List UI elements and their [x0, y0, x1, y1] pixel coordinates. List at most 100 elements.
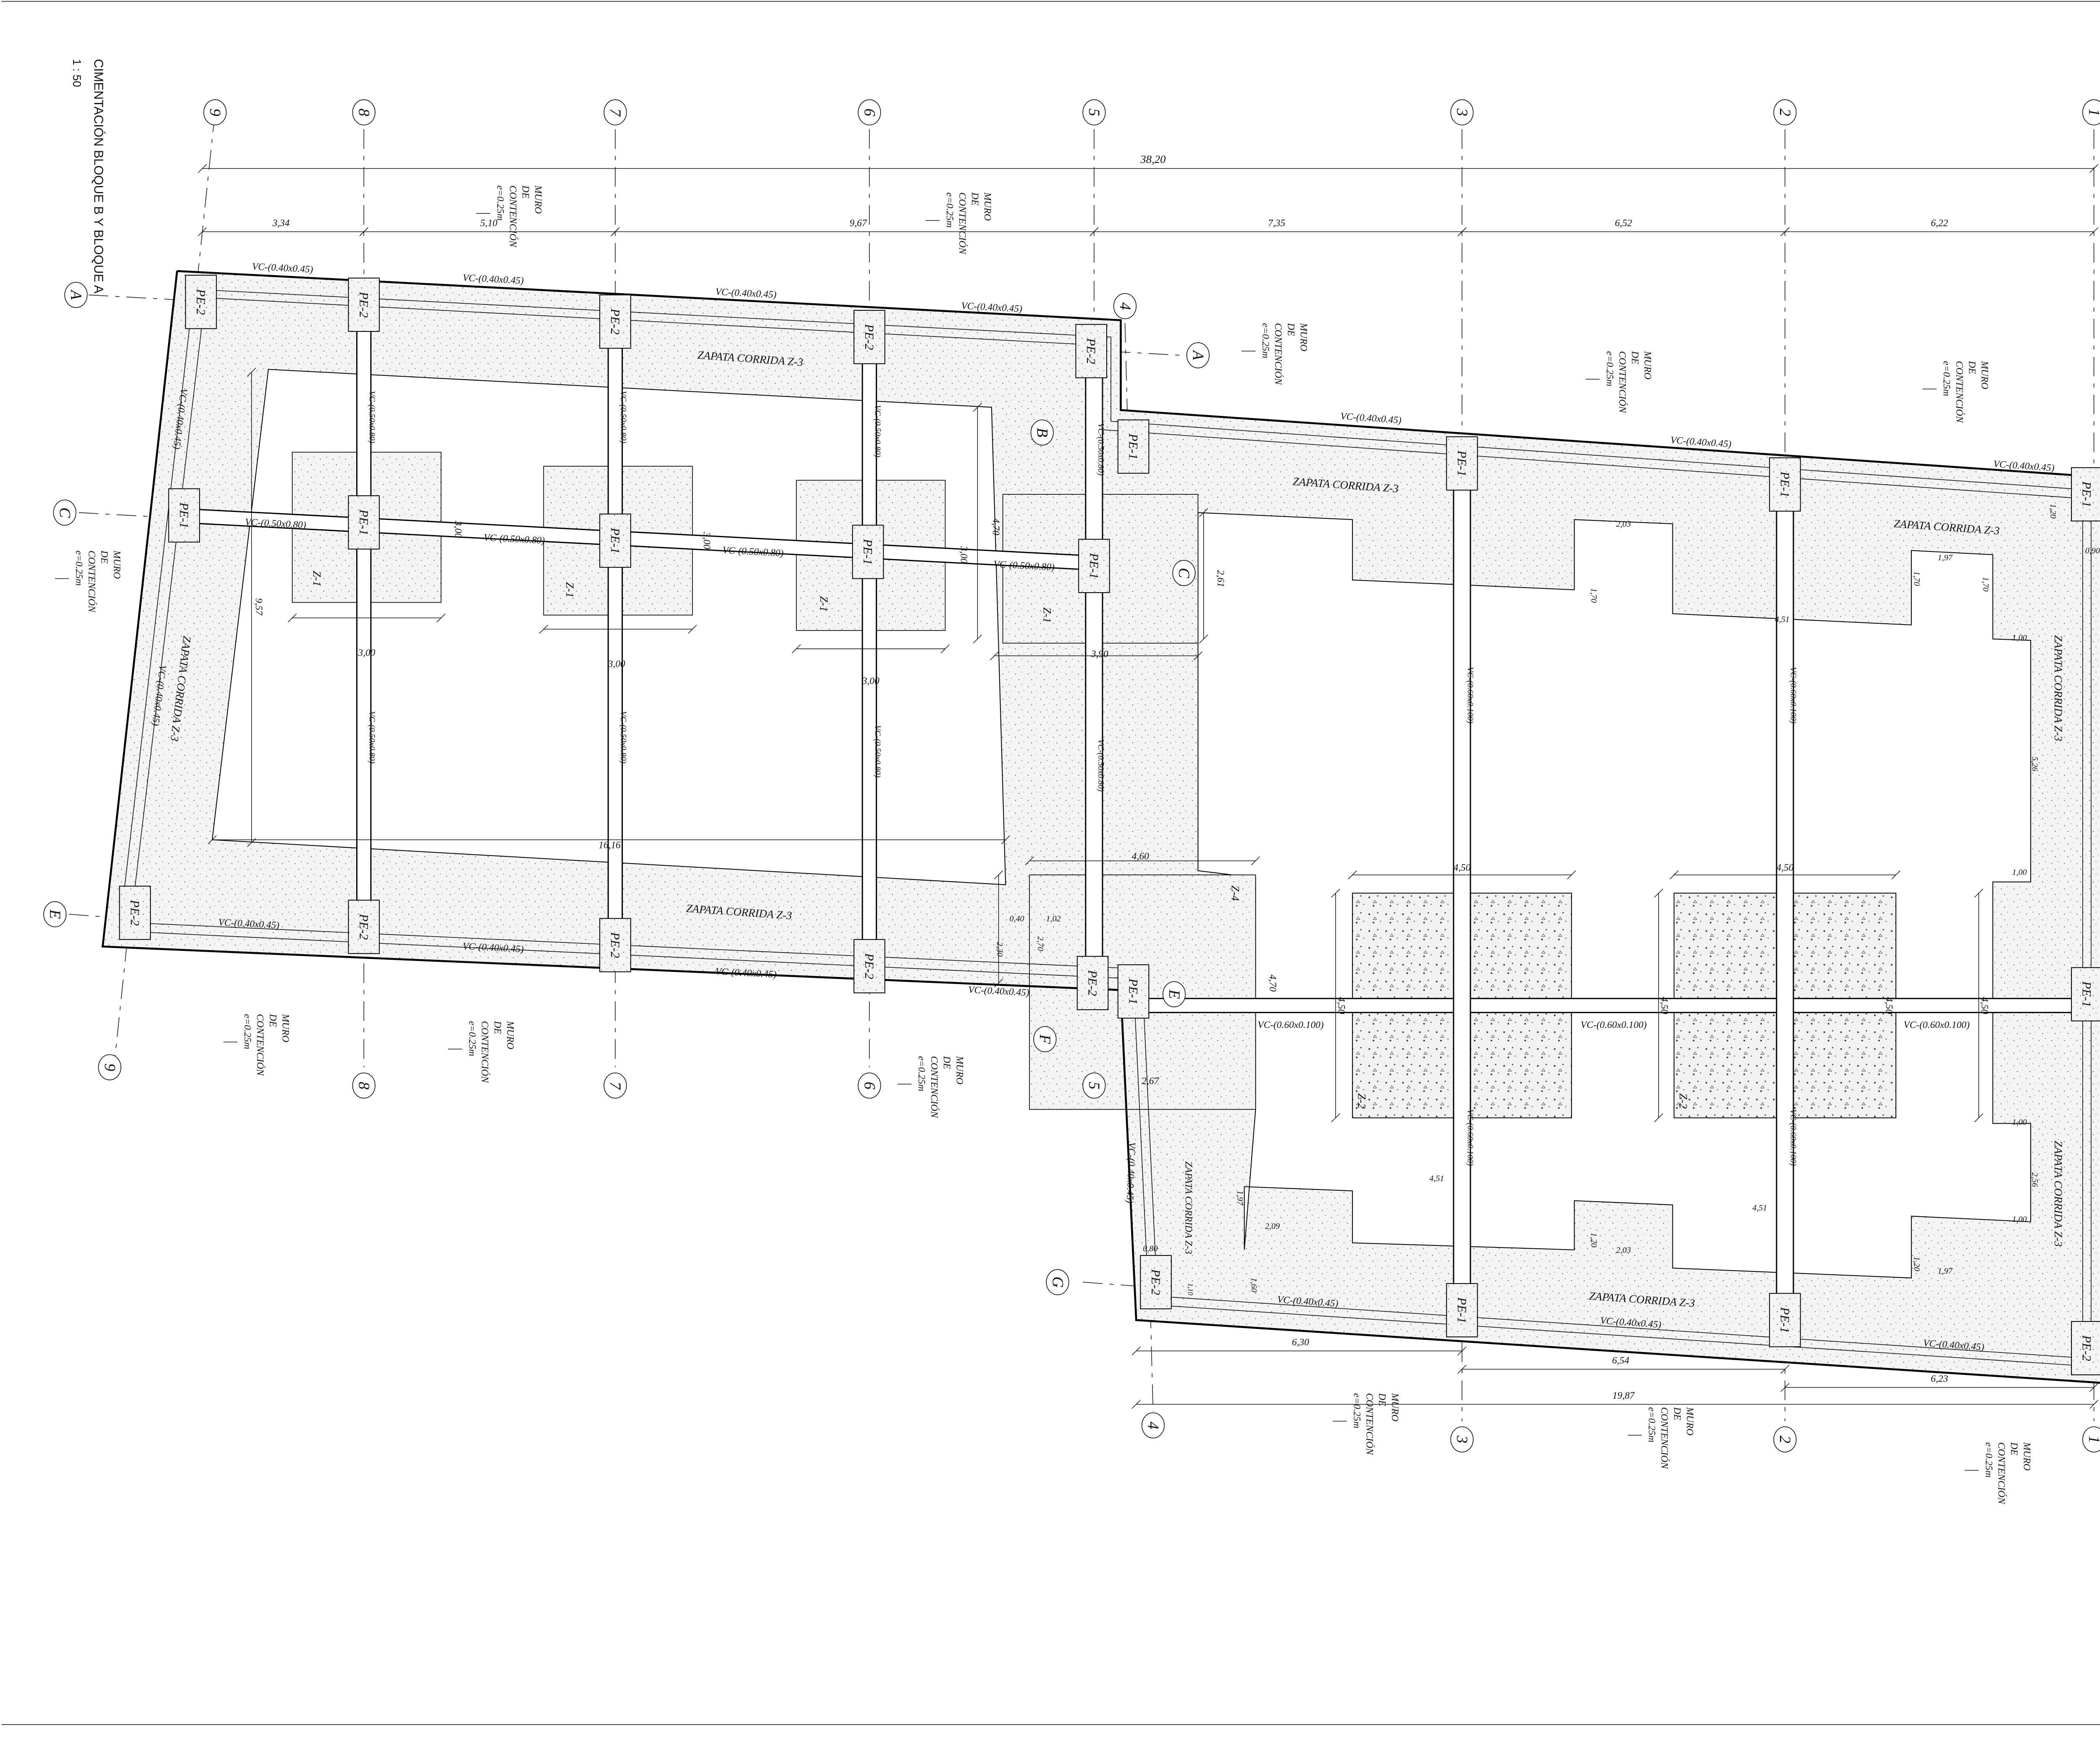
retaining-wall-note-line: CONTENCIÓN	[929, 1056, 940, 1118]
column-label: PE-1	[1778, 471, 1792, 498]
grid-bubble: 5	[1082, 99, 1106, 126]
retaining-wall-note-line: e=0.25m	[467, 1021, 478, 1056]
dimension-tick	[1654, 1113, 1663, 1122]
column-label: PE-2	[357, 291, 371, 318]
column-label: PE-1	[1087, 553, 1101, 579]
beam-label: VC-(0.60x0.100)	[1903, 1019, 1969, 1030]
dimension-tick	[1457, 1346, 1467, 1355]
dimension-label: 4,70	[1267, 974, 1278, 992]
retaining-wall-note-line: MURO	[2021, 1442, 2032, 1471]
column-label: PE-1	[861, 538, 875, 565]
grid-bubble-label: 6	[861, 108, 878, 116]
dimension-label: 3,00	[862, 675, 879, 686]
retaining-wall-note-line: MURO	[982, 192, 993, 221]
retaining-wall-note-line: CONTENCIÓN	[1273, 323, 1284, 385]
dimension-tick	[2089, 227, 2099, 236]
retaining-wall-note-line: DE	[1672, 1407, 1683, 1420]
column-pe: PE-1	[1117, 419, 1150, 474]
dimension-tick	[1251, 856, 1260, 866]
grid-bubble: 2	[1773, 99, 1797, 126]
grid-bubble-label: 5	[1086, 108, 1103, 116]
retaining-wall-note-line: e=0.25m	[1604, 351, 1615, 386]
grid-bubble-label: C	[1176, 568, 1193, 578]
dimension-label: 3,00	[453, 520, 464, 538]
dimension-label: 1,97	[1938, 553, 1953, 562]
dimension-label: 6,30	[1292, 1337, 1309, 1348]
grid-bubble-label: 9	[207, 108, 224, 116]
beam-label: VC-(0.50x0.80)	[1096, 423, 1105, 476]
dimension-tick	[539, 625, 548, 634]
retaining-wall-note-line: DE	[1966, 360, 1977, 374]
retaining-wall-note-line: CONTENCIÓN	[1996, 1442, 2007, 1505]
column-pe: PE-1	[1117, 964, 1150, 1019]
column-label: PE-2	[1149, 1269, 1163, 1295]
grid-bubble-label: A	[1190, 349, 1207, 360]
grid-bubble: 7	[604, 1072, 627, 1099]
footing-label: Z-1	[1041, 607, 1054, 623]
beam-label: VC-(0.50x0.80)	[873, 725, 882, 777]
dimension-tick	[1199, 508, 1208, 517]
dimension-tick	[1891, 870, 1900, 880]
dimension-tick	[1780, 1365, 1790, 1374]
dimension-tick	[1780, 227, 1790, 236]
grid-bubble: 1	[2082, 99, 2100, 126]
dimension-tick	[198, 164, 207, 173]
grid-bubble: 3	[1450, 1426, 1474, 1452]
dimension-label: 1,70	[1981, 577, 1990, 591]
grid-bubble-label: C	[56, 507, 74, 518]
dimension-tick	[1331, 1113, 1340, 1122]
retaining-wall-note-line: DE	[941, 1056, 952, 1069]
dimension-tick	[994, 870, 1003, 880]
column-label: PE-2	[1084, 338, 1098, 364]
column-pe: PE-1	[1769, 1293, 1801, 1347]
retaining-wall-note-line: CONTENCIÓN	[86, 551, 97, 613]
dimension-tick	[1974, 1113, 1983, 1122]
dimension-label: 4,50	[1884, 997, 1895, 1014]
dimension-label: 6,23	[1931, 1373, 1948, 1384]
dimension-label: 3,90	[1091, 649, 1108, 660]
grid-bubbles: 987653219876544321AABBCCEEFFGG	[43, 99, 2100, 1452]
dimension-tick	[990, 651, 999, 660]
footing-label: Z-1	[311, 571, 323, 586]
beam-axis-3	[1453, 470, 1471, 1307]
grid-bubble: 8	[352, 1072, 375, 1099]
retaining-wall-note-line: e=0.25m	[1983, 1442, 1994, 1478]
beam-axis-2	[1776, 483, 1794, 1321]
dimension-label: 0,40	[1010, 914, 1024, 923]
dimension-label: 1,02	[1046, 914, 1060, 923]
retaining-wall-note-line: DE	[267, 1014, 278, 1027]
dimension-tick	[994, 978, 1003, 987]
dimension-tick	[247, 368, 256, 377]
dimension-tick	[1025, 856, 1034, 866]
dimension-tick	[1567, 870, 1576, 880]
dimension-label: 1,60	[1249, 1278, 1258, 1292]
column-label: PE-1	[2080, 981, 2094, 1007]
column-pe: PE-2	[853, 939, 885, 993]
dimension-tick	[1654, 888, 1663, 898]
retaining-wall-note-line: MURO	[111, 550, 122, 579]
dimension-label: 4,50	[1776, 862, 1793, 873]
grid-bubble-label: 1	[2086, 108, 2100, 116]
retaining-wall-note-line: MURO	[1642, 351, 1653, 380]
grid-bubble-label: 4	[1117, 302, 1134, 310]
dimension-tick	[2089, 1400, 2099, 1409]
strip-footing-label: ZAPATA CORRIDA Z-3	[1183, 1161, 1194, 1254]
column-label: PE-2	[1086, 970, 1100, 996]
column-label: PE-1	[177, 502, 191, 528]
beam-label: VC-(0.50x0.80)	[368, 391, 377, 444]
grid-bubble: A	[1186, 342, 1210, 368]
column-label: PE-2	[862, 324, 877, 350]
dimension-tick	[1670, 870, 1679, 880]
retaining-wall-note-line: CONTENCIÓN	[255, 1014, 266, 1076]
footing-label: Z-1	[818, 596, 830, 612]
column-pe: PE-2	[348, 278, 380, 332]
dimension-label: 1,70	[1589, 588, 1599, 603]
retaining-wall-note-line: DE	[1377, 1393, 1388, 1406]
beam-label: VC-(0.60x0.100)	[1465, 1109, 1475, 1166]
